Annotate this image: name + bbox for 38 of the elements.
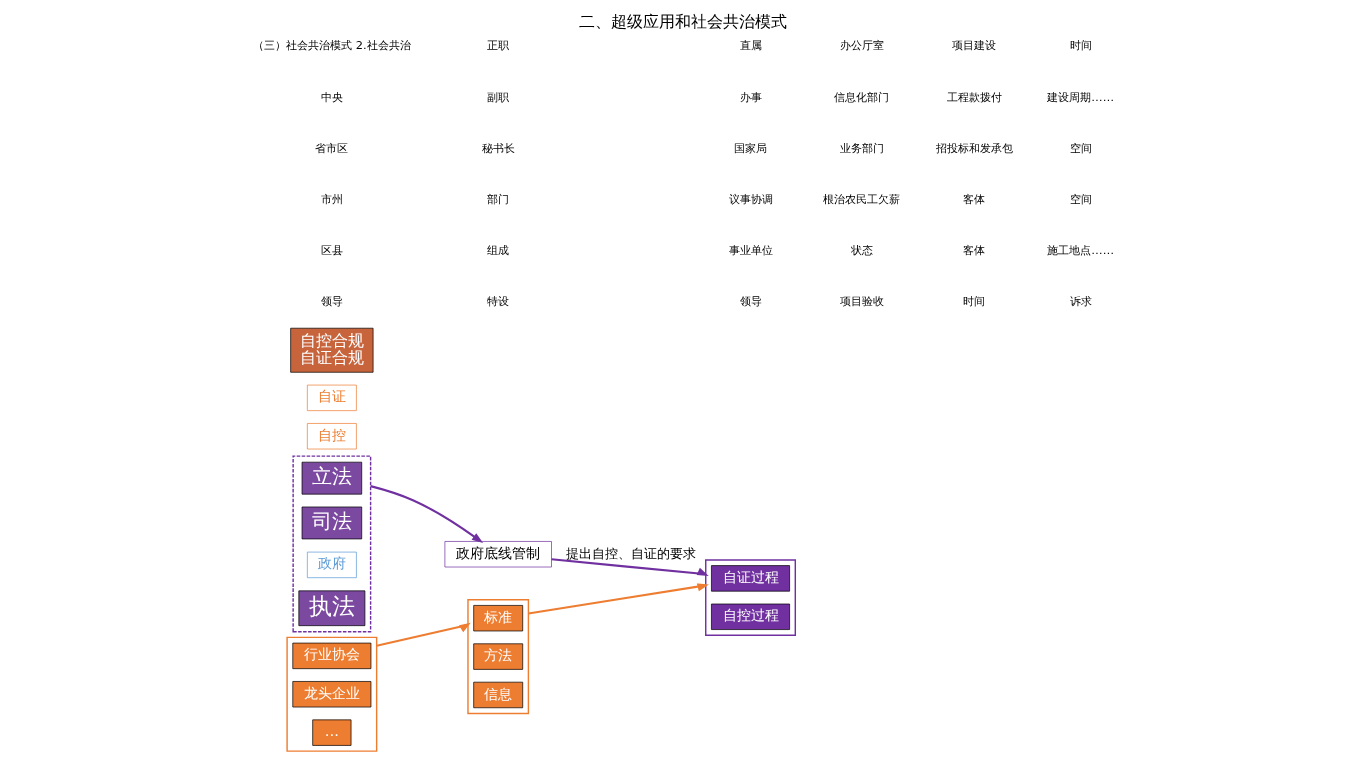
label: 组成 <box>487 243 510 258</box>
label: 诉求 <box>1069 294 1092 309</box>
label: 议事协调 <box>728 191 773 206</box>
label: 领导 <box>320 294 343 309</box>
label: 根治农民工欠薪 <box>823 191 901 206</box>
label: 部门 <box>487 191 510 206</box>
label: 事业单位 <box>728 243 773 258</box>
label: 施工地点…… <box>1047 243 1115 258</box>
label: 办公厅室 <box>839 38 884 53</box>
label: 状态 <box>850 243 873 258</box>
label: 直属 <box>739 38 762 53</box>
label: （三）社会共治模式 2.社会共治 <box>253 38 411 53</box>
edge-label: 提出自控、自证的要求 <box>566 546 697 562</box>
label: 中央 <box>320 89 343 104</box>
label: 信息化部门 <box>834 89 890 104</box>
label: 区县 <box>320 243 343 258</box>
label: 项目建设 <box>952 38 997 53</box>
label: 特设 <box>487 294 510 309</box>
label: 招投标和发承包 <box>935 140 1013 155</box>
label: 秘书长 <box>481 140 515 155</box>
label: 工程款拨付 <box>946 89 1002 104</box>
label: 副职 <box>487 89 510 104</box>
label: 项目验收 <box>839 294 884 309</box>
label: 业务部门 <box>839 140 884 155</box>
label: 建设周期…… <box>1047 89 1115 104</box>
label: 正职 <box>487 38 510 53</box>
label: 省市区 <box>315 140 349 155</box>
label: 客体 <box>963 243 986 258</box>
diagram-title: 二、超级应用和社会共治模式 <box>579 11 787 31</box>
label: 时间 <box>1069 38 1092 53</box>
label: 市州 <box>320 191 343 206</box>
label: 办事 <box>739 89 762 104</box>
label: 客体 <box>963 191 986 206</box>
label: 领导 <box>739 294 762 309</box>
label: 国家局 <box>734 140 768 155</box>
label: 空间 <box>1069 191 1092 206</box>
label: 空间 <box>1069 140 1092 155</box>
label: 时间 <box>963 294 986 309</box>
